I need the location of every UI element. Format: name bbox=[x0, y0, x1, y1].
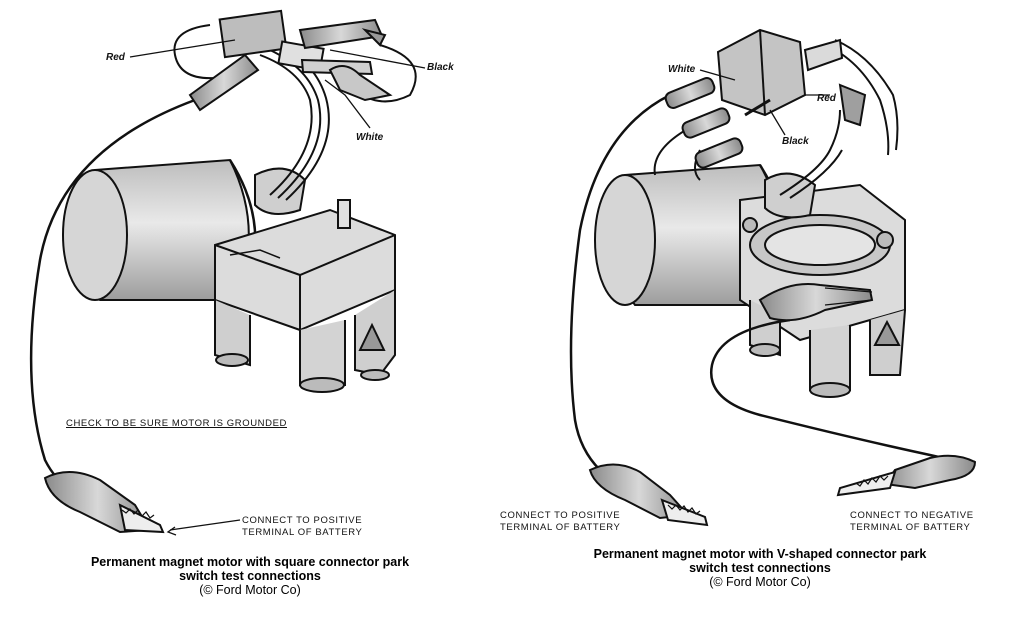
right-credit: (© Ford Motor Co) bbox=[709, 575, 811, 589]
left-label-black: Black bbox=[427, 62, 454, 73]
left-label-white: White bbox=[356, 132, 384, 143]
left-connect-positive: CONNECT TO POSITIVE TERMINAL OF BATTERY bbox=[242, 515, 363, 539]
right-caption: Permanent magnet motor with V-shaped con… bbox=[550, 547, 970, 589]
right-connect-positive: CONNECT TO POSITIVE TERMINAL OF BATTERY bbox=[500, 510, 621, 534]
right-label-white: White bbox=[668, 64, 696, 75]
left-connector-cluster bbox=[188, 9, 393, 112]
left-motor bbox=[62, 158, 396, 393]
right-positive-clip bbox=[588, 463, 709, 527]
right-connect-negative-line2: TERMINAL OF BATTERY bbox=[850, 522, 971, 533]
left-credit: (© Ford Motor Co) bbox=[199, 583, 301, 597]
left-positive-clip bbox=[43, 471, 165, 534]
right-housing-clip bbox=[758, 283, 874, 322]
right-wires bbox=[569, 39, 976, 471]
left-connect-positive-line1: CONNECT TO POSITIVE bbox=[242, 515, 363, 526]
left-caption-line1: Permanent magnet motor with square conne… bbox=[90, 555, 410, 569]
right-connect-positive-line1: CONNECT TO POSITIVE bbox=[500, 510, 621, 521]
left-connect-positive-line2: TERMINAL OF BATTERY bbox=[242, 527, 363, 538]
right-connect-negative: CONNECT TO NEGATIVE TERMINAL OF BATTERY bbox=[850, 510, 974, 534]
right-negative-clip bbox=[836, 454, 977, 497]
right-connect-positive-line2: TERMINAL OF BATTERY bbox=[500, 522, 621, 533]
left-ground-note: CHECK TO BE SURE MOTOR IS GROUNDED bbox=[66, 418, 287, 429]
left-caption-line2: switch test connections bbox=[179, 569, 321, 583]
right-connect-negative-line1: CONNECT TO NEGATIVE bbox=[850, 510, 974, 521]
right-leaders bbox=[699, 69, 830, 136]
left-leaders bbox=[129, 39, 426, 536]
right-label-red: Red bbox=[817, 93, 836, 104]
right-caption-line2: switch test connections bbox=[689, 561, 831, 575]
right-connector-cluster bbox=[664, 28, 867, 169]
left-label-red: Red bbox=[106, 52, 125, 63]
left-caption: Permanent magnet motor with square conne… bbox=[40, 555, 460, 597]
right-motor bbox=[594, 163, 906, 398]
right-label-black: Black bbox=[782, 136, 809, 147]
right-caption-line1: Permanent magnet motor with V-shaped con… bbox=[593, 547, 927, 561]
